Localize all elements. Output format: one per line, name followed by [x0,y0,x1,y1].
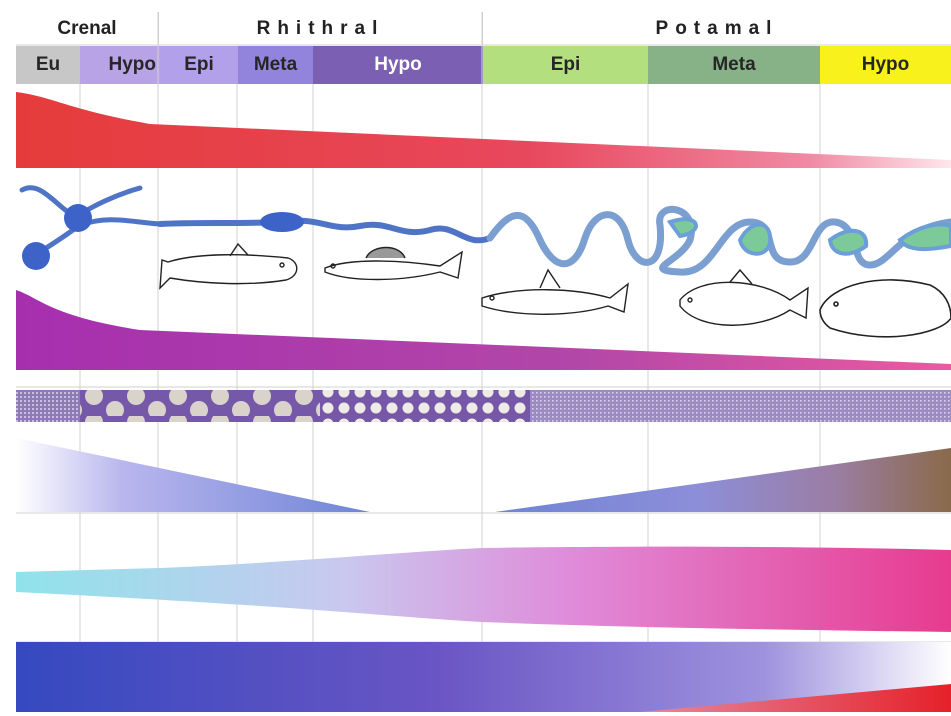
cyan-pink-band [16,547,951,632]
trout-icon [160,244,297,288]
barbel-icon [482,270,628,314]
red-gradient-band [16,92,951,168]
substrate-pattern-band [16,390,951,422]
blue-brown-right-wedge [495,448,951,512]
bream-icon [680,270,808,325]
grayling-icon [325,248,462,280]
blue-left-wedge [16,438,370,512]
flounder-icon [820,280,951,337]
magenta-gradient-band [16,290,951,370]
